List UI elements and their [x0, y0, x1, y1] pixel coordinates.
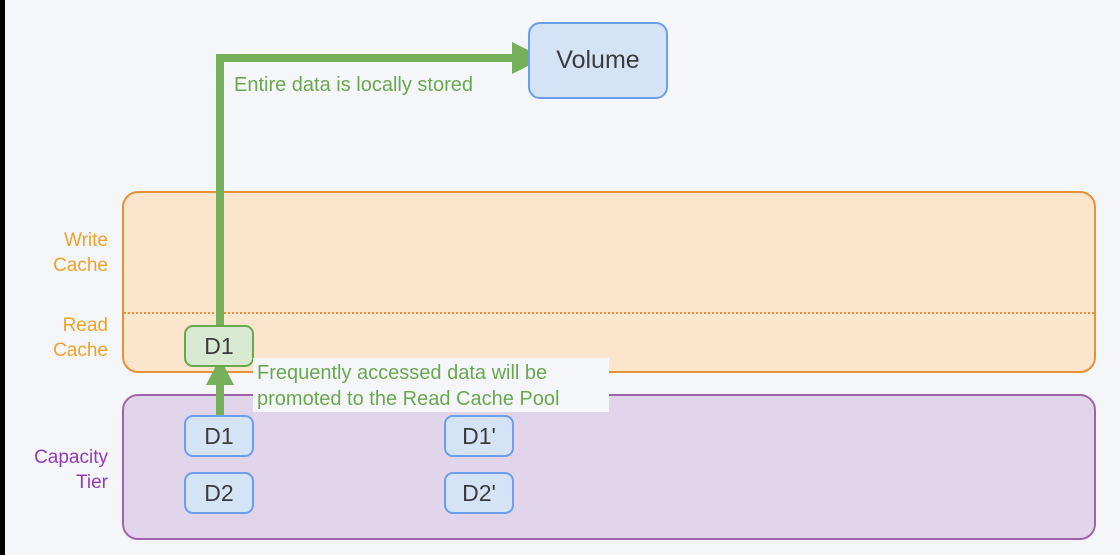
annotation-promoted-line-2: promoted to the Read Cache Pool: [257, 388, 560, 410]
node-d1-capacity[interactable]: D1: [184, 415, 254, 457]
annotation-promoted-line-1: Frequently accessed data will be: [257, 362, 548, 384]
write-read-cache-container: [122, 191, 1096, 373]
cache-divider-dotted-line: [124, 312, 1094, 314]
node-volume[interactable]: Volume: [528, 22, 668, 99]
label-read-cache: Read Cache: [53, 315, 108, 361]
node-d1-read-cache[interactable]: D1: [184, 325, 254, 367]
node-d2-prime-capacity[interactable]: D2': [444, 472, 514, 514]
node-d2-capacity[interactable]: D2: [184, 472, 254, 514]
node-d1-prime-capacity[interactable]: D1': [444, 415, 514, 457]
capacity-tier-container: [122, 394, 1096, 540]
annotation-entire-data-locally-stored: Entire data is locally stored: [234, 74, 474, 96]
label-capacity-tier: Capacity Tier: [34, 447, 108, 493]
label-write-cache: Write Cache: [53, 230, 108, 276]
annotation-promoted-to-read-cache: Frequently accessed data will be promote…: [253, 358, 609, 412]
left-edge-strip: [0, 0, 5, 555]
